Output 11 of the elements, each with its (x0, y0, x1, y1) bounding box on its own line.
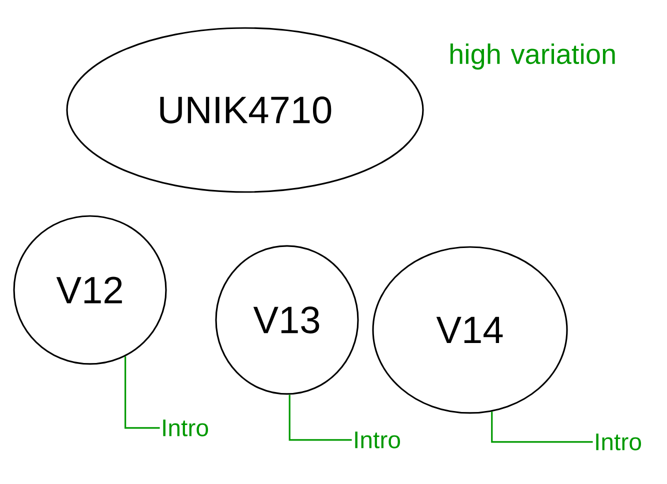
leader-line (491, 412, 593, 443)
leader-line (288, 394, 352, 441)
leader-line (124, 356, 160, 429)
oval-node: V12 (13, 215, 167, 365)
note-text: Intro (355, 432, 400, 448)
oval-node: V13 (215, 245, 359, 395)
oval-node: UNIK4710 (66, 27, 424, 193)
oval-node: V14 (372, 246, 568, 414)
annotation-text: high variation (450, 44, 615, 70)
note-text: Intro (596, 434, 641, 450)
note-text: Intro (163, 420, 208, 436)
